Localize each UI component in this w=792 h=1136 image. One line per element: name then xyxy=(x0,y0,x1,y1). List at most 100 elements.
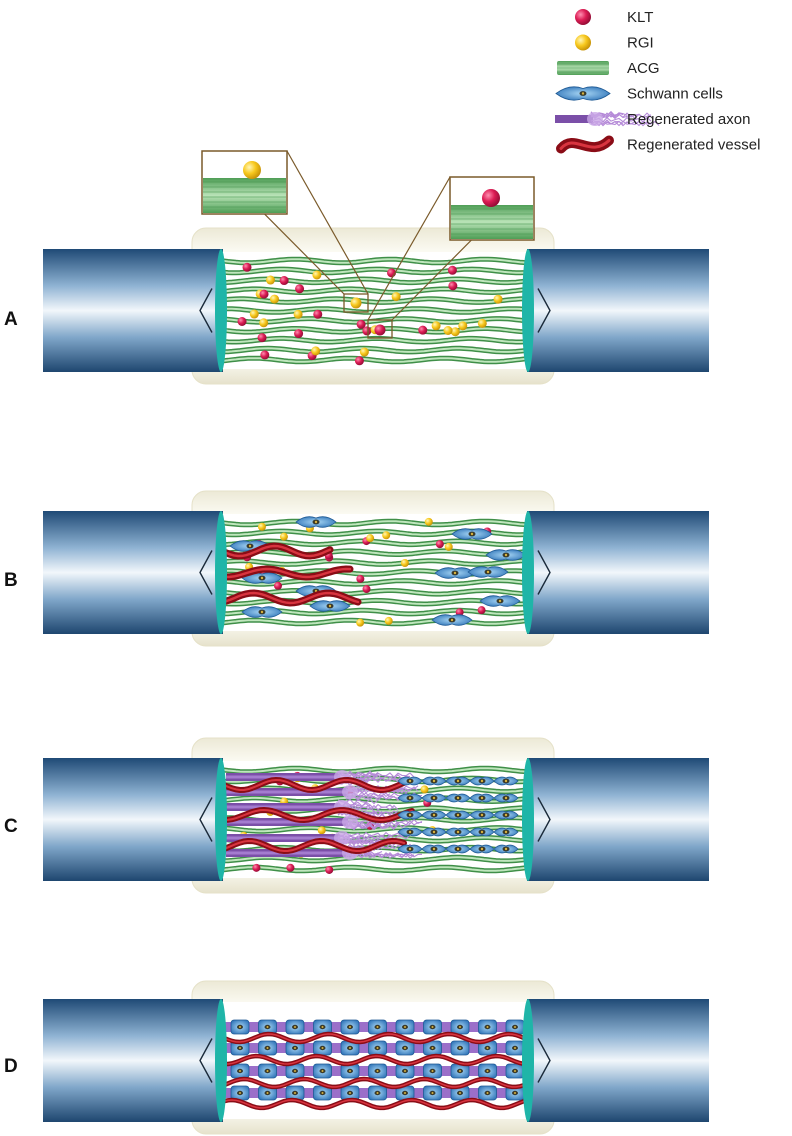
schwann-nucleolus xyxy=(504,813,508,817)
schwann-nucleolus xyxy=(408,847,412,851)
distal-nerve-stump xyxy=(527,511,709,634)
legend-item-acg: ACG xyxy=(557,60,660,77)
schwann-cell xyxy=(555,86,611,101)
regenerated-axon-highlight xyxy=(226,820,348,824)
acg-fiber-highlight xyxy=(223,258,525,264)
schwann-cell xyxy=(445,810,471,820)
rgi-particle xyxy=(420,785,429,794)
schwann-cell xyxy=(469,844,495,854)
axon-filopodium xyxy=(590,120,660,127)
stump-chevron-left xyxy=(199,550,213,595)
schwann-nucleolus xyxy=(480,847,484,851)
legend-label: KLT xyxy=(627,9,653,26)
regenerated-vessel-highlight xyxy=(222,808,414,822)
schwann-nucleolus xyxy=(504,779,508,783)
rgi-particle xyxy=(366,534,375,543)
rgi-particle xyxy=(317,826,326,835)
klt-particle xyxy=(455,608,464,617)
schwann-nucleolus xyxy=(376,1070,379,1072)
klt-particle xyxy=(374,324,386,336)
inset-acg-layer xyxy=(451,205,533,239)
klt-particle xyxy=(294,329,304,339)
inset-connector xyxy=(367,176,451,321)
proximal-nerve-stump xyxy=(43,511,223,634)
schwann-cell xyxy=(493,844,519,854)
klt-particle xyxy=(356,319,366,329)
acg-fiber-highlight xyxy=(223,559,525,566)
schwann-nucleolus xyxy=(376,1047,379,1049)
schwann-nucleolus xyxy=(431,1047,434,1049)
proximal-end-face xyxy=(215,511,227,634)
rgi-particle xyxy=(443,326,453,336)
rgi-particle xyxy=(391,292,401,302)
legend-label: Schwann cells xyxy=(627,86,723,103)
schwann-nucleolus xyxy=(486,1092,489,1094)
panel-label: D xyxy=(4,1056,18,1077)
rgi-particle xyxy=(265,275,275,285)
schwann-cell xyxy=(421,776,447,786)
schwann-cell xyxy=(493,827,519,837)
rgi-particle xyxy=(477,318,487,328)
rgi-particle xyxy=(257,522,266,531)
rgi-particle xyxy=(312,270,322,280)
legend-item-schwann: Schwann cells xyxy=(555,86,723,103)
acg-fiber-highlight xyxy=(223,589,525,596)
schwann-cell xyxy=(295,516,337,528)
schwann-nucleolus xyxy=(459,1092,461,1094)
panel-content xyxy=(218,516,527,627)
schwann-cell xyxy=(451,528,493,540)
stump-chevron-left xyxy=(199,288,213,333)
schwann-nucleolus xyxy=(349,1026,351,1028)
rgi-particle xyxy=(350,297,362,309)
acg-fiber-highlight xyxy=(223,549,525,556)
rgi-particle xyxy=(575,34,591,51)
growth-cone-body xyxy=(342,815,358,829)
schwann-nucleolus xyxy=(480,779,484,783)
proximal-nerve-stump xyxy=(43,999,223,1122)
acg-fiber-highlight xyxy=(223,767,525,773)
klt-particle xyxy=(418,325,428,335)
klt-particle xyxy=(295,284,305,294)
inset-connector xyxy=(286,150,369,295)
distal-end-face xyxy=(522,999,534,1122)
zoom-box-source-rgi xyxy=(343,293,369,313)
legend-item-rgi: RGI xyxy=(575,34,654,52)
acg-fiber-highlight xyxy=(223,539,525,546)
klt-particle xyxy=(313,309,323,319)
schwann-nucleolus xyxy=(248,544,252,548)
schwann-cell xyxy=(467,566,509,578)
axon-growth-cone xyxy=(587,110,660,127)
schwann-nucleolus xyxy=(404,1092,406,1094)
schwann-nucleolus xyxy=(408,796,412,800)
schwann-nucleolus xyxy=(294,1047,296,1049)
schwann-nucleolus xyxy=(581,92,585,95)
schwann-cell xyxy=(421,793,447,803)
rgi-particle xyxy=(431,321,441,331)
klt-particle xyxy=(575,9,591,25)
schwann-nucleolus xyxy=(239,1047,241,1049)
rgi-particle xyxy=(293,309,303,319)
rgi-particle xyxy=(384,616,393,625)
schwann-nucleolus xyxy=(321,1026,324,1028)
schwann-nucleolus xyxy=(321,1070,324,1072)
schwann-cell xyxy=(397,793,423,803)
schwann-nucleolus xyxy=(504,796,508,800)
acg-fiber-highlight xyxy=(223,317,525,324)
axon-filopodium xyxy=(337,834,411,840)
schwann-nucleolus xyxy=(376,1092,379,1094)
schwann-cell xyxy=(241,606,283,618)
proximal-end-face xyxy=(215,758,227,881)
schwann-nucleolus xyxy=(432,779,436,783)
panel-label: C xyxy=(4,816,18,837)
schwann-nucleolus xyxy=(504,553,508,557)
schwann-nucleolus xyxy=(480,813,484,817)
panel-b: B xyxy=(4,490,709,647)
schwann-nucleolus xyxy=(266,1026,269,1028)
schwann-nucleolus xyxy=(328,604,332,608)
axon-filopodium xyxy=(345,852,423,858)
regenerated-vessel-highlight xyxy=(223,1033,525,1043)
klt-particle xyxy=(257,333,267,343)
schwann-nucleolus xyxy=(314,520,318,524)
schwann-cell xyxy=(445,776,471,786)
